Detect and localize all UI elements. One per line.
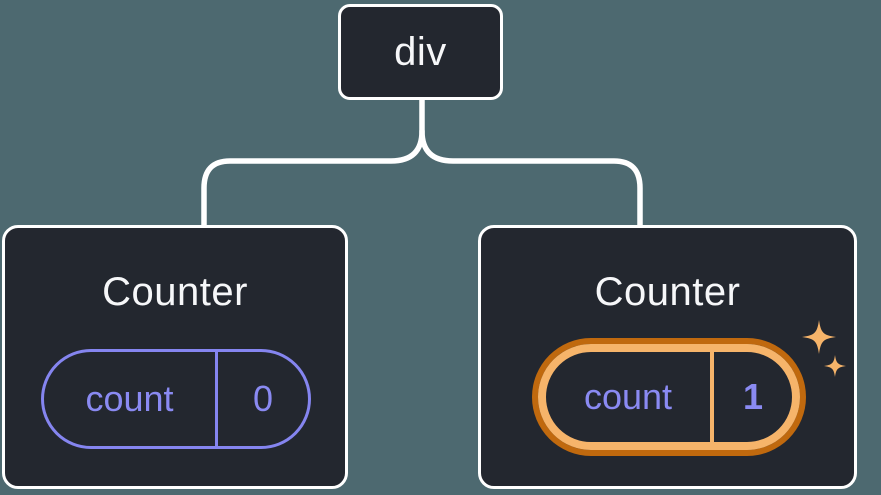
- connector-right-branch: [419, 128, 643, 229]
- counter-title: Counter: [594, 270, 741, 314]
- state-pill-highlighted: count 1: [538, 344, 800, 450]
- sparkles-icon: [802, 320, 846, 377]
- tree-node-div: div: [338, 4, 503, 100]
- pill-divider: [215, 352, 218, 446]
- state-value: 1: [742, 376, 764, 417]
- state-pill: count 0: [41, 349, 311, 449]
- counter-title: Counter: [102, 270, 248, 314]
- state-key-label: count: [85, 378, 174, 419]
- state-key-label: count: [583, 376, 673, 417]
- tree-node-counter-right: Counter count 1: [478, 225, 857, 489]
- node-label: div: [394, 29, 447, 74]
- tree-node-counter-left: Counter count 0: [2, 225, 348, 489]
- pill-divider: [710, 352, 714, 442]
- connector-left-branch: [201, 97, 425, 229]
- state-value: 0: [252, 378, 274, 419]
